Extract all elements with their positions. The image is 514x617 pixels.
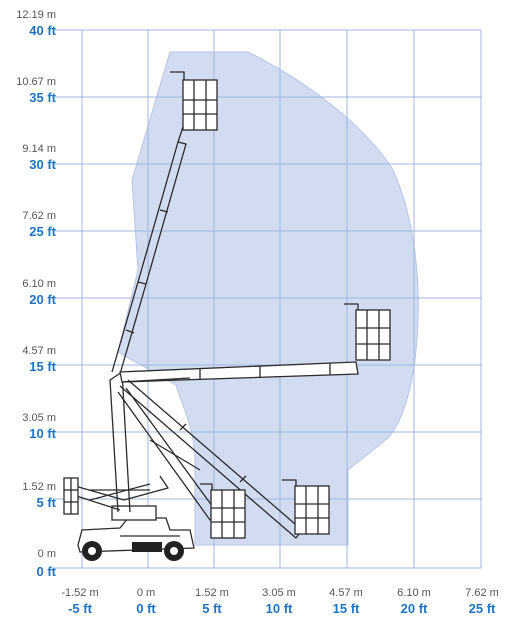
basket-stowed bbox=[63, 477, 79, 515]
x-tick-5: 6.10 m 20 ft bbox=[397, 587, 431, 616]
basket-right bbox=[344, 303, 391, 361]
y-tick-imperial: 10 ft bbox=[29, 426, 56, 441]
y-tick-metric: 1.52 m bbox=[22, 481, 56, 493]
basket-lower-middle bbox=[200, 483, 246, 539]
y-tick-imperial: 5 ft bbox=[37, 495, 57, 510]
y-tick-imperial: 40 ft bbox=[29, 23, 56, 38]
x-tick-metric: 4.57 m bbox=[329, 587, 363, 599]
x-tick-imperial: 15 ft bbox=[333, 601, 360, 616]
chassis bbox=[77, 505, 195, 561]
x-tick-imperial: 20 ft bbox=[401, 601, 428, 616]
y-tick-imperial: 15 ft bbox=[29, 359, 56, 374]
x-tick-2: 1.52 m 5 ft bbox=[195, 587, 229, 616]
y-tick-imperial: 25 ft bbox=[29, 224, 56, 239]
y-axis-labels: 12.19 m 40 ft 10.67 m 35 ft 9.14 m 30 ft… bbox=[16, 9, 56, 579]
x-tick-metric: 1.52 m bbox=[195, 587, 229, 599]
y-tick-7: 1.52 m 5 ft bbox=[22, 481, 56, 510]
x-tick-4: 4.57 m 15 ft bbox=[329, 587, 363, 616]
x-tick-0: -1.52 m -5 ft bbox=[61, 587, 98, 616]
x-tick-metric: 7.62 m bbox=[465, 587, 499, 599]
y-tick-metric: 3.05 m bbox=[22, 412, 56, 424]
vertical-grid-lines bbox=[81, 30, 482, 568]
x-tick-metric: -1.52 m bbox=[61, 587, 98, 599]
y-tick-3: 7.62 m 25 ft bbox=[22, 210, 56, 239]
boom-horizontal bbox=[119, 361, 359, 383]
y-tick-6: 3.05 m 10 ft bbox=[22, 412, 56, 441]
x-axis-labels: -1.52 m -5 ft 0 m 0 ft 1.52 m 5 ft 3.05 … bbox=[61, 587, 498, 616]
x-tick-metric: 0 m bbox=[137, 587, 155, 599]
x-tick-metric: 6.10 m bbox=[397, 587, 431, 599]
y-tick-0: 12.19 m 40 ft bbox=[16, 9, 56, 38]
basket-top bbox=[170, 71, 218, 131]
x-tick-imperial: 0 ft bbox=[136, 601, 156, 616]
y-tick-imperial: 20 ft bbox=[29, 292, 56, 307]
y-tick-metric: 7.62 m bbox=[22, 210, 56, 222]
y-tick-metric: 4.57 m bbox=[22, 345, 56, 357]
y-tick-imperial: 35 ft bbox=[29, 90, 56, 105]
y-tick-1: 10.67 m 35 ft bbox=[16, 76, 56, 105]
x-tick-3: 3.05 m 10 ft bbox=[262, 587, 296, 616]
x-tick-imperial: 25 ft bbox=[469, 601, 496, 616]
y-tick-metric: 10.67 m bbox=[16, 76, 56, 88]
horizontal-grid-lines bbox=[55, 29, 481, 569]
boom-lift-illustration bbox=[63, 71, 391, 561]
y-tick-metric: 6.10 m bbox=[22, 278, 56, 290]
x-tick-1: 0 m 0 ft bbox=[136, 587, 156, 616]
y-tick-metric: 9.14 m bbox=[22, 143, 56, 155]
y-tick-metric: 12.19 m bbox=[16, 9, 56, 21]
x-tick-imperial: -5 ft bbox=[68, 601, 93, 616]
grid bbox=[55, 29, 482, 569]
y-tick-imperial: 30 ft bbox=[29, 157, 56, 172]
y-tick-8: 0 m 0 ft bbox=[37, 548, 57, 579]
x-tick-imperial: 10 ft bbox=[266, 601, 293, 616]
y-tick-5: 4.57 m 15 ft bbox=[22, 345, 56, 374]
basket-lower-right bbox=[282, 479, 330, 535]
y-tick-imperial: 0 ft bbox=[37, 564, 57, 579]
x-tick-metric: 3.05 m bbox=[262, 587, 296, 599]
y-tick-2: 9.14 m 30 ft bbox=[22, 143, 56, 172]
x-tick-6: 7.62 m 25 ft bbox=[465, 587, 499, 616]
y-tick-4: 6.10 m 20 ft bbox=[22, 278, 56, 307]
x-tick-imperial: 5 ft bbox=[202, 601, 222, 616]
y-tick-metric: 0 m bbox=[38, 548, 56, 560]
